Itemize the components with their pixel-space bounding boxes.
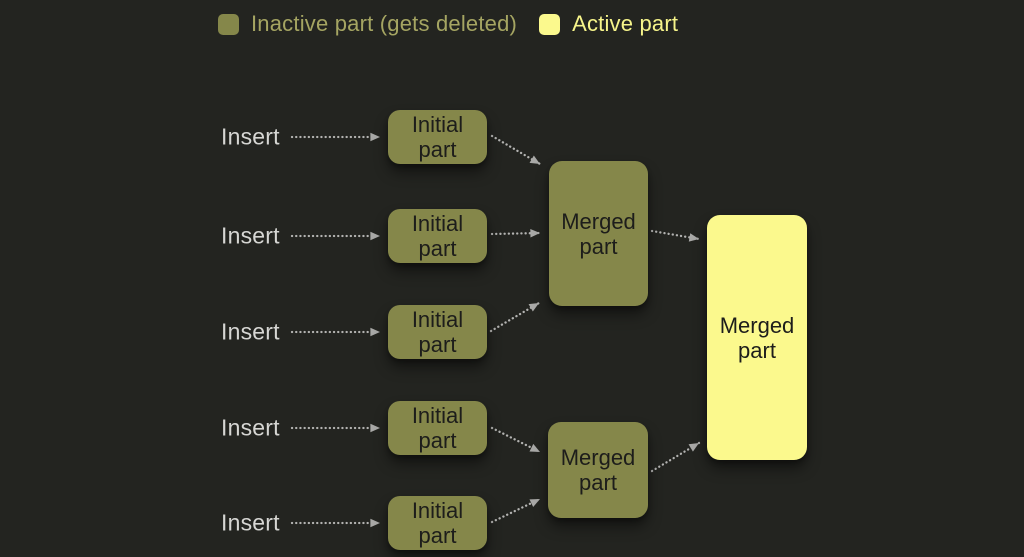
merged-part-node-2: Merged part [548,422,648,518]
active-swatch-icon [539,13,561,35]
edge-merged2-final [650,441,701,473]
insert-label-2: Insert [221,222,280,249]
legend-item-active: Active part [539,12,678,36]
legend-label-inactive: Inactive part (gets deleted) [251,11,518,36]
node-label: Initial part [411,112,464,162]
merged-part-node-1: Merged part [549,161,648,306]
node-label: Merged part [719,312,795,363]
merged-part-node-final: Merged part [707,215,807,460]
edge-initial3-merged1 [489,301,541,333]
edge-initial4-merged2 [490,426,542,454]
initial-part-node-3: Initial part [388,305,487,359]
initial-part-node-2: Initial part [388,209,487,263]
node-label: Initial part [411,211,464,261]
node-label: Merged part [560,445,636,495]
insert-label-4: Insert [221,414,280,441]
initial-part-node-1: Initial part [388,110,487,164]
node-label: Initial part [411,403,464,453]
legend-item-inactive: Inactive part (gets deleted) [218,12,517,36]
legend: Inactive part (gets deleted) Active part [218,12,678,36]
inactive-swatch-icon [218,13,239,35]
node-label: Merged part [561,208,636,259]
insert-label-1: Insert [221,123,280,150]
node-label: Initial part [411,498,464,548]
initial-part-node-4: Initial part [388,401,487,455]
edge-initial5-merged2 [490,497,542,524]
node-label: Initial part [411,307,464,357]
initial-part-node-5: Initial part [388,496,487,550]
legend-label-active: Active part [572,11,679,36]
edge-merged1-final [650,229,701,242]
edge-initial1-merged1 [490,134,542,166]
insert-label-5: Insert [221,509,280,536]
edge-initial2-merged1 [490,228,542,238]
insert-label-3: Insert [221,318,280,345]
